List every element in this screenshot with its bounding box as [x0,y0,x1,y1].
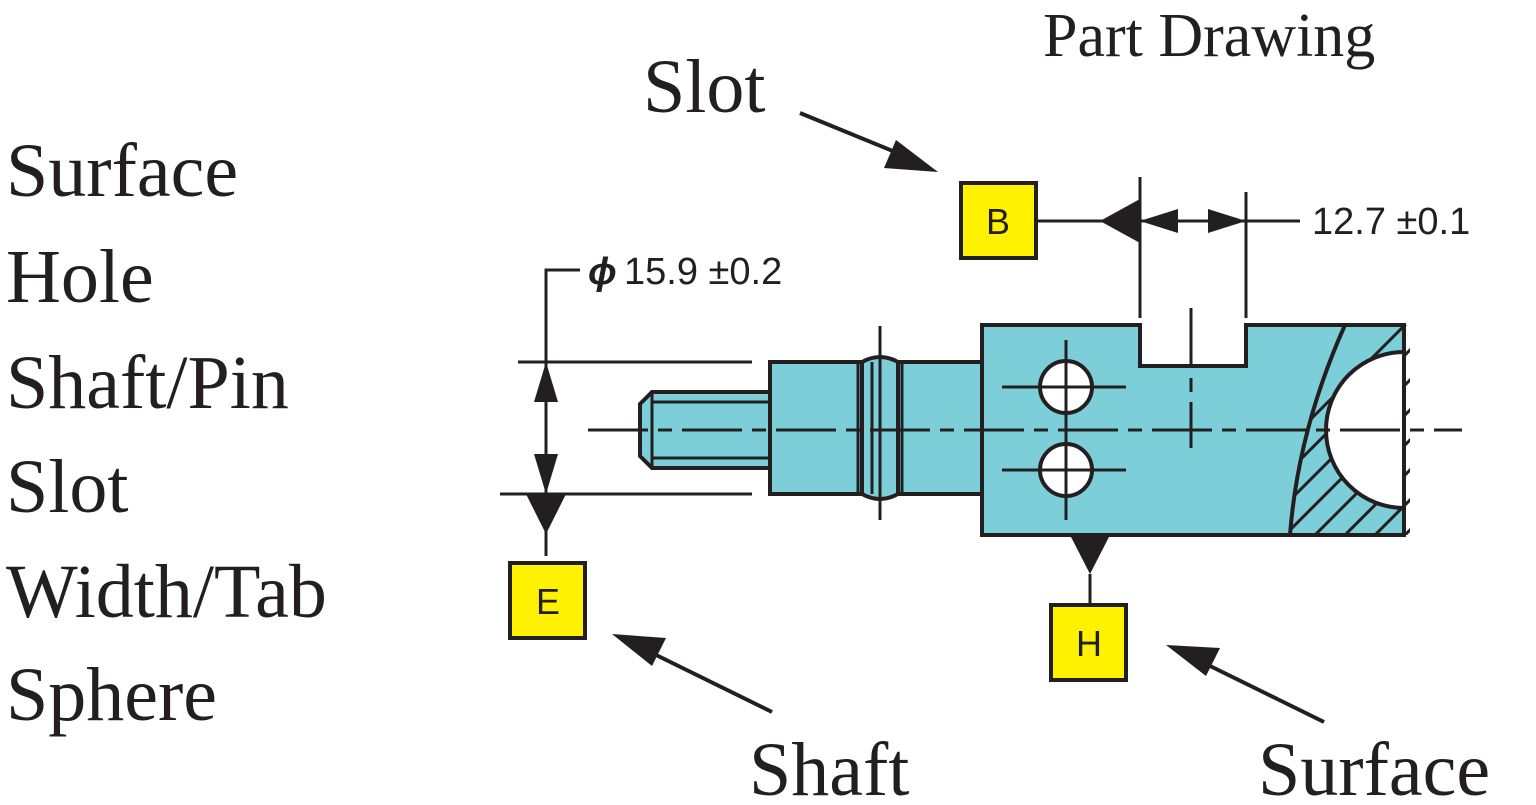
slot-callout-arrow [799,111,938,172]
slot-width-dimension: 12.7 ±0.1 [1036,177,1470,318]
shaft-callout-label: Shaft [749,728,909,805]
datum-h-label: H [1076,623,1102,664]
datum-h: H [1049,535,1128,682]
shaft-callout-arrow [612,634,773,714]
shaft-diameter-value: 15.9 ±0.2 [624,251,782,293]
slot-callout-label: Slot [643,45,766,129]
surface-callout-label: Surface [1258,728,1490,805]
datum-e: E [508,561,587,640]
datum-b: B [959,181,1038,260]
shaft-body [768,326,984,520]
feature-item-surface: Surface [6,129,238,213]
feature-item-slot: Slot [6,445,129,529]
surface-callout-arrow [1166,645,1325,724]
feature-item-shaft-pin: Shaft/Pin [6,341,289,425]
diagram-title: Part Drawing [1043,2,1375,70]
feature-list: Surface Hole Shaft/Pin Slot Width/Tab Sp… [6,129,327,737]
datum-e-label: E [536,581,560,622]
datum-b-label: B [986,201,1010,242]
feature-item-width-tab: Width/Tab [6,550,327,634]
diameter-symbol: ϕ [588,251,617,293]
feature-item-hole: Hole [6,235,154,319]
slot-width-value: 12.7 ±0.1 [1312,201,1470,243]
shaft-diameter-dimension: ϕ 15.9 ±0.2 [500,251,782,556]
feature-item-sphere: Sphere [6,653,217,737]
